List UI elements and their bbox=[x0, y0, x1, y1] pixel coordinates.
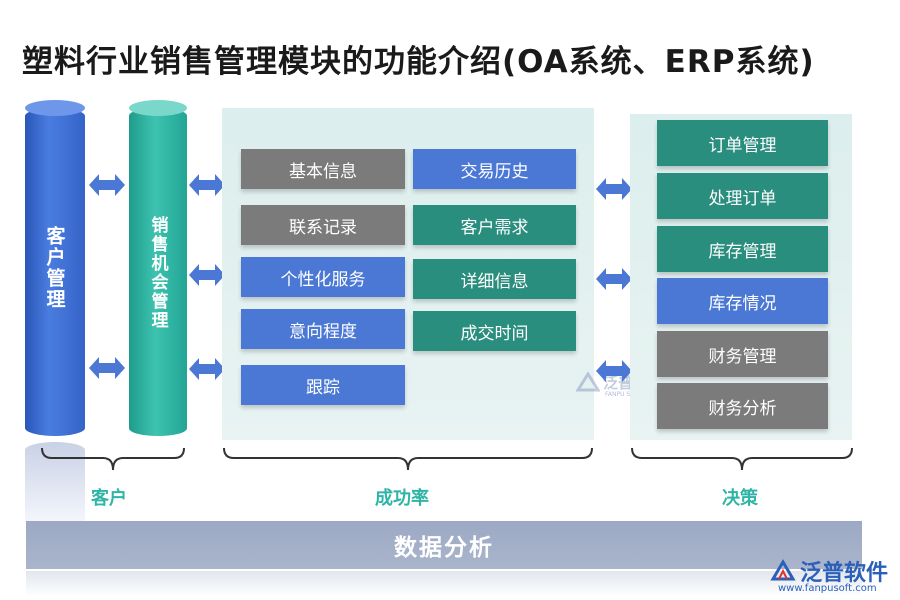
sales-opportunity-cylinder[interactable]: 销售机会管理 bbox=[129, 100, 187, 436]
detail-info-box[interactable]: 详细信息 bbox=[413, 259, 576, 299]
brand-name: 泛普软件 bbox=[800, 561, 889, 586]
customer-group-label: 客户 bbox=[91, 488, 127, 509]
double-arrow-icon bbox=[596, 178, 632, 200]
customer-brace bbox=[41, 447, 185, 471]
success-rate-group-label: 成功率 bbox=[375, 488, 429, 509]
order-management-box[interactable]: 订单管理 bbox=[657, 120, 828, 166]
cylinder-cap bbox=[129, 100, 187, 116]
intention-level-box[interactable]: 意向程度 bbox=[241, 309, 405, 349]
follow-up-box[interactable]: 跟踪 bbox=[241, 365, 405, 405]
finance-management-box[interactable]: 财务管理 bbox=[657, 331, 828, 377]
data-analysis-label: 数据分析 bbox=[394, 535, 494, 561]
double-arrow-icon bbox=[89, 174, 125, 196]
bar-reflection bbox=[26, 571, 862, 597]
customer-management-cylinder[interactable]: 客户管理 bbox=[25, 100, 85, 436]
page-title: 塑料行业销售管理模块的功能介绍(OA系统、ERP系统) bbox=[22, 44, 815, 80]
double-arrow-icon bbox=[89, 357, 125, 379]
inventory-status-box[interactable]: 库存情况 bbox=[657, 278, 828, 324]
decision-brace bbox=[631, 447, 853, 471]
data-analysis-bar[interactable]: 数据分析 bbox=[26, 521, 862, 569]
decision-group-label: 决策 bbox=[722, 488, 758, 509]
double-arrow-icon bbox=[189, 174, 225, 196]
personalized-service-box[interactable]: 个性化服务 bbox=[241, 257, 405, 297]
customer-management-label: 客户管理 bbox=[43, 226, 66, 310]
success-rate-brace bbox=[223, 447, 593, 471]
double-arrow-icon bbox=[596, 360, 632, 382]
finance-analysis-box[interactable]: 财务分析 bbox=[657, 383, 828, 429]
cylinder-reflection bbox=[25, 442, 85, 522]
double-arrow-icon bbox=[596, 268, 632, 290]
sales-opportunity-label: 销售机会管理 bbox=[147, 216, 168, 330]
fanpu-logo-icon bbox=[770, 559, 796, 581]
contact-record-box[interactable]: 联系记录 bbox=[241, 205, 405, 245]
customer-demand-box[interactable]: 客户需求 bbox=[413, 205, 576, 245]
brand-logo: 泛普软件 bbox=[770, 555, 888, 587]
fanpu-logo-icon bbox=[576, 372, 600, 392]
double-arrow-icon bbox=[189, 358, 225, 380]
double-arrow-icon bbox=[189, 264, 225, 286]
inventory-management-box[interactable]: 库存管理 bbox=[657, 226, 828, 272]
basic-info-box[interactable]: 基本信息 bbox=[241, 149, 405, 189]
deal-time-box[interactable]: 成交时间 bbox=[413, 311, 576, 351]
brand-url: www.fanpusoft.com bbox=[778, 583, 877, 594]
cylinder-cap bbox=[25, 100, 85, 116]
transaction-history-box[interactable]: 交易历史 bbox=[413, 149, 576, 189]
process-order-box[interactable]: 处理订单 bbox=[657, 173, 828, 219]
